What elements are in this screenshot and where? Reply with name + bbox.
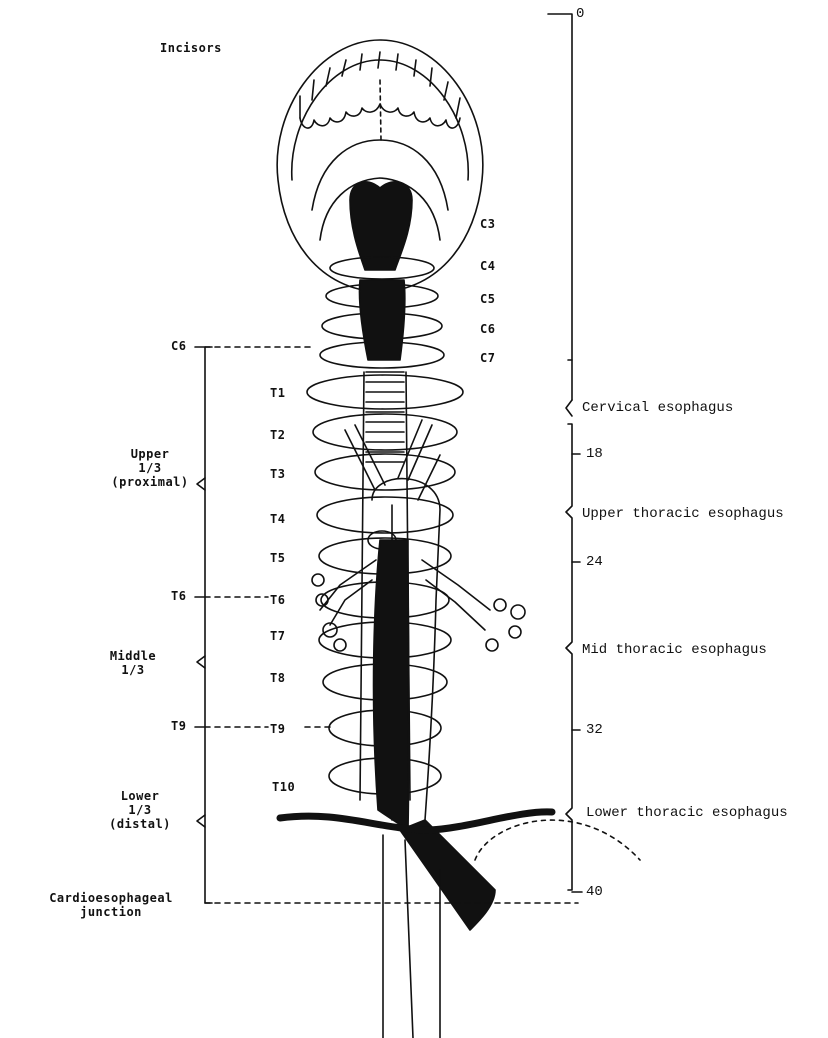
segment-lower-line3: (distal) — [85, 818, 195, 832]
cardio-label-line2: junction — [6, 906, 216, 920]
marker-c6: C6 — [171, 340, 186, 354]
vertebra-label-c7: C7 — [480, 352, 495, 366]
vertebra-label-t6: T6 — [270, 594, 285, 608]
left-bracket — [195, 347, 212, 903]
trachea-rings — [366, 372, 404, 462]
cardio-label-line1: Cardioesophageal — [6, 892, 216, 906]
segment-middle-line2: 1/3 — [78, 664, 188, 678]
vertebra-label-c4: C4 — [480, 260, 495, 274]
vertebra-label-t1: T1 — [270, 387, 285, 401]
section-mid-thoracic-esophagus: Mid thoracic esophagus — [582, 642, 767, 658]
vertebra-label-t5: T5 — [270, 552, 285, 566]
stomach-fundus-fibers — [400, 820, 495, 930]
vertebra-label-t2: T2 — [270, 429, 285, 443]
vertebra-label-c6: C6 — [480, 323, 495, 337]
vertebra-label-c5: C5 — [480, 293, 495, 307]
segment-upper-label: Upper 1/3 (proximal) — [95, 448, 205, 489]
section-upper-thoracic-esophagus: Upper thoracic esophagus — [582, 506, 784, 522]
vertebra-label-t7: T7 — [270, 630, 285, 644]
segment-lower-label: Lower 1/3 (distal) — [85, 790, 195, 831]
esophagus-body — [374, 540, 409, 830]
bronchi — [312, 560, 525, 651]
vertebra-label-t8: T8 — [270, 672, 285, 686]
marker-t9: T9 — [171, 720, 186, 734]
incisors-label: Incisors — [160, 42, 222, 56]
vertebra-label-t9: T9 — [270, 723, 285, 737]
scale-mark-0: 0 — [576, 6, 584, 22]
vertebra-label-t3: T3 — [270, 468, 285, 482]
vertebra-label-t4: T4 — [270, 513, 285, 527]
segment-upper-line2: 1/3 — [95, 462, 205, 476]
segment-upper-line3: (proximal) — [95, 476, 205, 490]
vertebra-label-c3: C3 — [480, 218, 495, 232]
vertebra-label-t10: T10 — [272, 781, 295, 795]
section-lower-thoracic-esophagus: Lower thoracic esophagus — [586, 805, 788, 821]
segment-lower-line1: Lower — [85, 790, 195, 804]
segment-lower-line2: 1/3 — [85, 804, 195, 818]
scale-mark-40: 40 — [586, 884, 603, 900]
right-scale — [548, 14, 582, 892]
marker-t6: T6 — [171, 590, 186, 604]
scale-mark-32: 32 — [586, 722, 603, 738]
diaphragm — [280, 812, 552, 830]
cardioesophageal-junction-label: Cardioesophageal junction — [6, 892, 216, 920]
scale-mark-18: 18 — [586, 446, 603, 462]
cervical-vertebrae-drawing — [320, 257, 444, 368]
segment-middle-line1: Middle — [78, 650, 188, 664]
scale-mark-24: 24 — [586, 554, 603, 570]
section-cervical-esophagus: Cervical esophagus — [582, 400, 733, 416]
segment-upper-line1: Upper — [95, 448, 205, 462]
stomach-outline-dashed — [475, 820, 640, 860]
midline-dashed — [380, 80, 381, 140]
segment-middle-label: Middle 1/3 — [78, 650, 188, 678]
